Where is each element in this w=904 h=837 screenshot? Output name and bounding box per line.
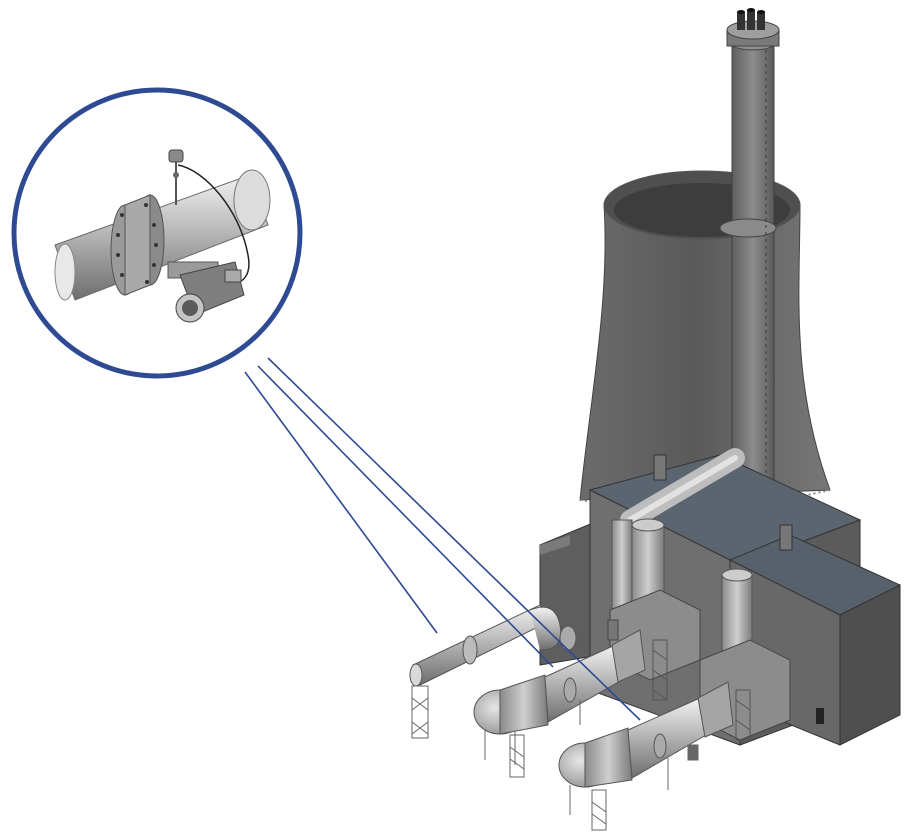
cooling-tower <box>579 170 831 509</box>
overhead-duct <box>611 448 745 621</box>
magnifier-ring <box>11 87 303 379</box>
leader-lines <box>244 357 641 721</box>
detail-magnifier-circle <box>11 87 303 379</box>
leader-line-3 <box>267 357 641 721</box>
gas-turbine-inlet-2 <box>473 629 646 778</box>
leader-line-2 <box>257 365 554 668</box>
leader-line-1 <box>244 371 438 634</box>
gas-turbine-inlet-3 <box>558 681 734 831</box>
pipe-flange-with-sensor <box>54 149 271 323</box>
chimney-flue-tops <box>737 8 765 30</box>
chimney-stack <box>719 8 780 511</box>
